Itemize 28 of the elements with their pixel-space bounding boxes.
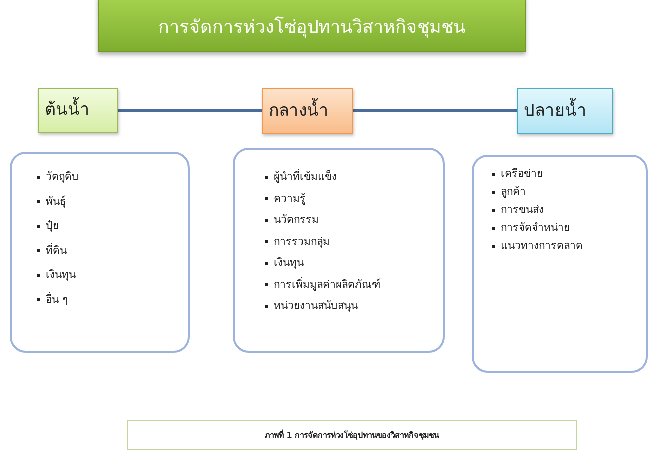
stage-box: ต้นน้ำ [38, 88, 118, 133]
list-box [10, 152, 190, 353]
title-banner: การจัดการห่วงโซ่อุปทานวิสาหกิจชุมชน [98, 0, 526, 52]
list-item: ความรู้ [274, 192, 306, 206]
list-item: การจัดจำหน่าย [501, 221, 570, 236]
list-item: แนวทางการตลาด [501, 239, 583, 254]
list-item: เงินทุน [274, 256, 304, 271]
list-item: ผู้นำที่เข้มแข็ง [274, 169, 337, 185]
connector-line [353, 110, 517, 112]
list-item: เงินทุน [46, 268, 76, 283]
stage-box: ปลายน้ำ [517, 88, 613, 134]
list-item: การรวมกลุ่ม [274, 234, 330, 250]
list-item: ที่ดิน [46, 242, 67, 258]
list-item: ลูกค้า [501, 185, 526, 200]
stage-box: กลางน้ำ [262, 88, 353, 134]
list-item: หน่วยงานสนับสนุน [274, 299, 358, 314]
list-item: การเพิ่มมูลค่าผลิตภัณฑ์ [274, 276, 381, 292]
list-item: วัตถุดิบ [46, 170, 79, 185]
list-item: การขนส่ง [501, 203, 544, 218]
list-item: พันธุ์ [46, 194, 66, 210]
list-box [472, 155, 648, 373]
list-box [233, 148, 445, 353]
list-item: เครือข่าย [501, 167, 543, 182]
list-item: ปุ๋ย [46, 219, 59, 234]
list-item: นวัตกรรม [274, 213, 319, 228]
connector-line [118, 109, 262, 112]
list-item: อื่น ๆ [46, 292, 68, 308]
caption-box: ภาพที่ 1 การจัดการห่วงโซ่อุปทานของวิสาหกิจชุมชน [127, 420, 577, 450]
